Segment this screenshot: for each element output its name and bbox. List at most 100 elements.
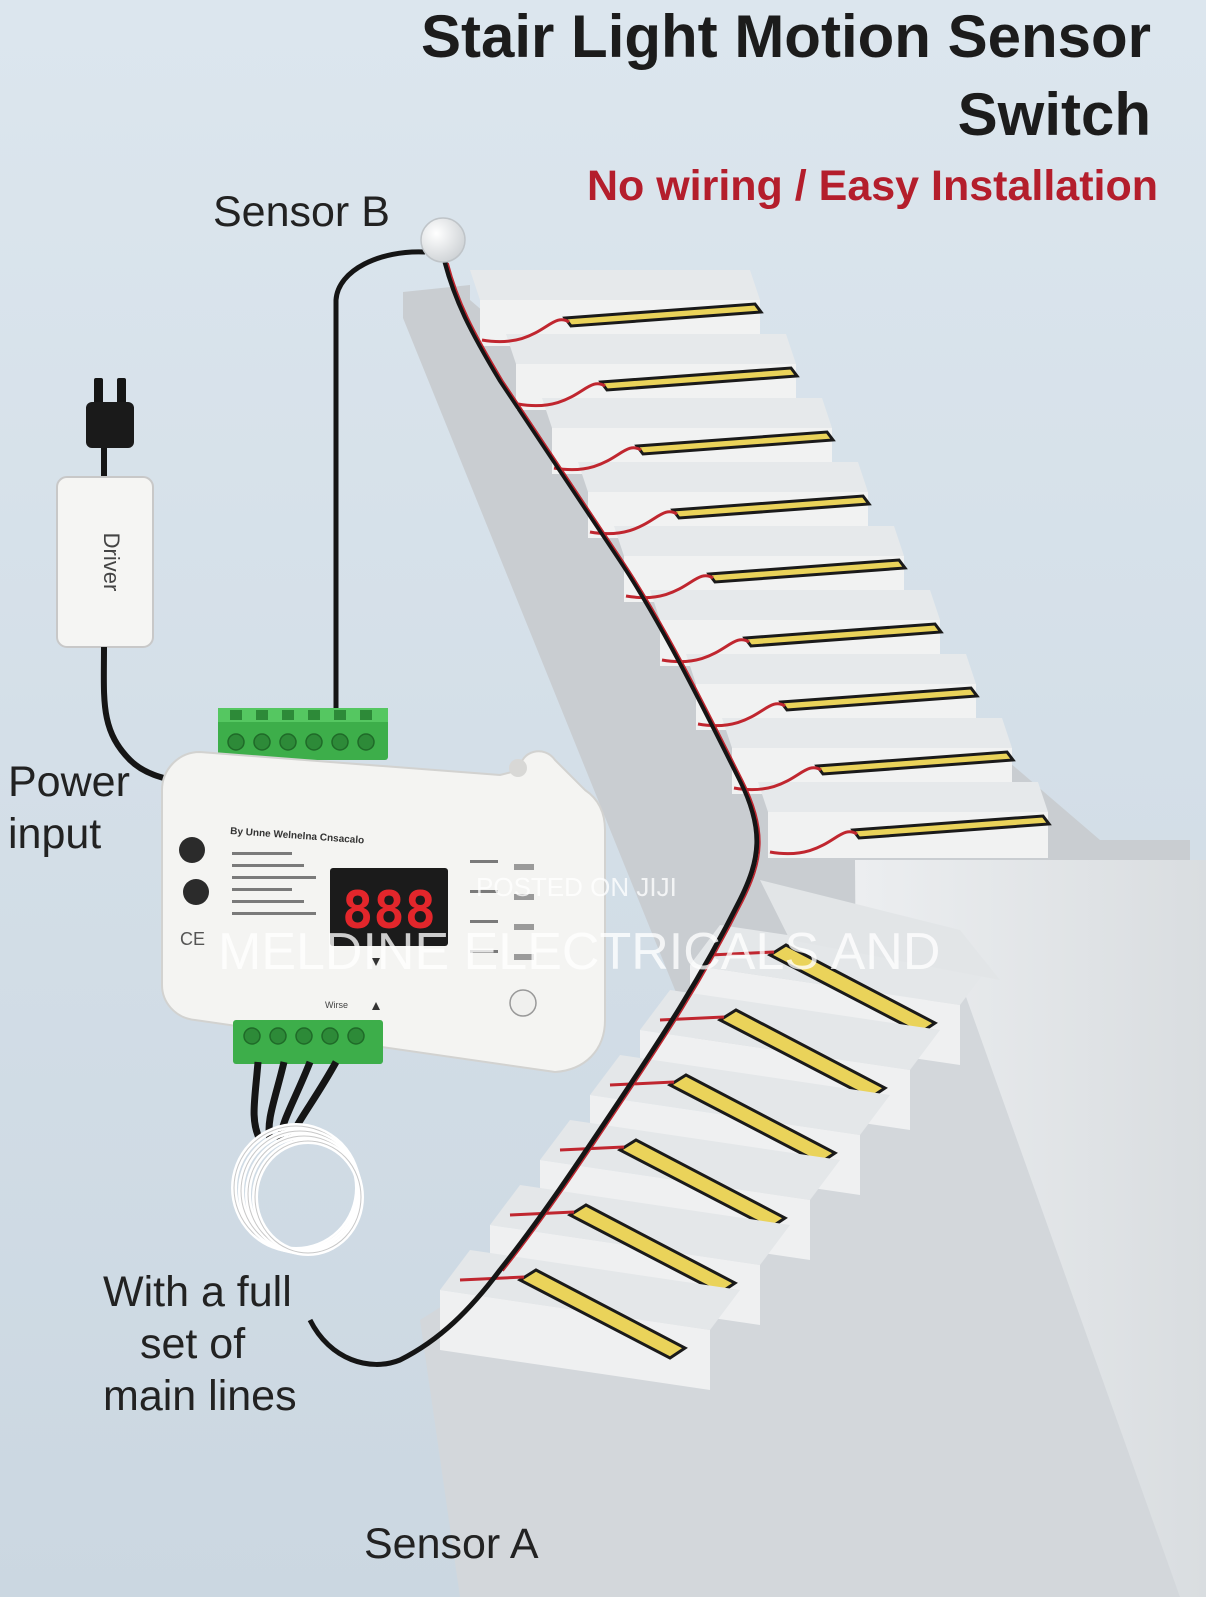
sensor-b-lead — [333, 249, 426, 712]
controller-unit: 888 By Unne Welnelna Cnsacalo CE Wirse — [161, 708, 606, 1074]
indicator-slot — [514, 894, 534, 900]
lower-led-strip — [616, 1138, 788, 1230]
sensor-b-sphere — [420, 217, 466, 263]
main-bus-wire — [307, 261, 760, 1367]
indicator-slot — [514, 924, 534, 930]
lower-led-strip — [516, 1268, 688, 1360]
up-arrow-icon — [372, 1002, 380, 1010]
top-terminal-screw — [305, 733, 323, 751]
upper-led-lead — [769, 830, 858, 856]
fine-print-line — [470, 950, 498, 953]
top-terminal-slot — [230, 710, 242, 720]
upper-flight-steps — [470, 270, 1052, 858]
top-terminal-screw — [227, 733, 245, 751]
top-terminal-slot — [334, 710, 346, 720]
power-input-label-line2: input — [8, 810, 102, 858]
lower-led-strip — [666, 1073, 838, 1165]
lower-led-strip — [716, 1008, 888, 1100]
upper-led-lead — [517, 382, 606, 408]
bottom-terminal-screws — [243, 1027, 365, 1045]
tagline: No wiring / Easy Installation — [586, 162, 1158, 210]
controller-logo-icon-2 — [183, 879, 209, 905]
down-arrow-icon — [372, 958, 380, 966]
mounting-hole — [509, 759, 527, 777]
bottom-terminal-screw — [243, 1027, 261, 1045]
top-terminal-slot — [308, 710, 320, 720]
watermark-line-2: MELDINE ELECTRICALS AND — [218, 923, 941, 981]
lower-led-strip — [566, 1203, 738, 1295]
upper-led-strip — [778, 686, 980, 712]
fine-print-line — [232, 888, 292, 891]
upper-step-tread — [470, 270, 760, 300]
fine-print-line — [232, 900, 304, 903]
lower-flight-steps — [440, 880, 1000, 1390]
top-terminal-slot — [256, 710, 268, 720]
power-plug-icon — [86, 378, 134, 448]
indicator-slot — [514, 864, 534, 870]
indicator-slot — [514, 954, 534, 960]
upper-step-tread — [578, 462, 868, 492]
top-terminal-block — [218, 708, 388, 760]
top-terminal-slot — [282, 710, 294, 720]
driver-label: Driver — [99, 533, 124, 592]
upper-led-strip — [598, 366, 800, 392]
upper-led-strip — [742, 622, 944, 648]
lower-step-tread — [690, 925, 990, 1005]
coil-loop-edge — [254, 1140, 362, 1254]
upper-step-tread — [542, 398, 832, 428]
lower-led-lead — [709, 950, 775, 957]
bottom-terminal-screw — [295, 1027, 313, 1045]
power-input-label-line1: Power — [8, 758, 130, 806]
main-lines-label-line2: set of — [140, 1320, 246, 1368]
upper-led-lead — [481, 318, 570, 344]
landing-step — [760, 880, 1000, 980]
main-lines-coil — [231, 1060, 364, 1256]
lower-step-tread — [640, 990, 940, 1070]
top-terminal-slot — [360, 710, 372, 720]
fine-print-line — [232, 852, 292, 855]
button-label-wirse: Wirse — [325, 1000, 348, 1010]
upper-led-lead — [553, 446, 642, 472]
upper-step-tread — [614, 526, 904, 556]
top-terminal-screw — [331, 733, 349, 751]
title-line-1: Stair Light Motion Sensor — [421, 3, 1151, 70]
lower-led-lead — [609, 1080, 675, 1087]
lower-flight-body — [420, 980, 1180, 1597]
fine-print-line — [232, 912, 316, 915]
fine-print-line — [470, 860, 498, 863]
set-button-icon — [509, 989, 537, 1017]
upper-step-tread — [650, 590, 940, 620]
sensor-b-label: Sensor B — [213, 188, 390, 236]
lower-step-tread — [590, 1055, 890, 1135]
display-readout: 888 — [342, 881, 436, 941]
upper-led-strip — [562, 302, 764, 328]
staircase — [403, 270, 1206, 1597]
ce-mark: CE — [180, 929, 205, 949]
bottom-terminal-block — [233, 1020, 383, 1064]
seven-segment-display — [330, 868, 448, 946]
top-terminal-screw — [253, 733, 271, 751]
fine-print-line — [470, 890, 498, 893]
upper-step-tread — [758, 782, 1048, 812]
upper-led-strip — [634, 430, 836, 456]
sensor-a-label: Sensor A — [364, 1520, 539, 1568]
top-terminal-screws — [227, 710, 375, 751]
upper-led-strip — [850, 814, 1052, 840]
top-terminal-screw — [357, 733, 375, 751]
upper-step-tread — [686, 654, 976, 684]
upper-step-tread — [506, 334, 796, 364]
plug-body — [86, 402, 134, 448]
fine-print-line — [232, 864, 304, 867]
top-terminal-screw — [279, 733, 297, 751]
upper-led-strip — [814, 750, 1016, 776]
title-line-2: Switch — [957, 81, 1151, 148]
bottom-terminal-screw — [347, 1027, 365, 1045]
output-cable — [250, 1061, 264, 1142]
main-lines-label-line1: With a full — [103, 1268, 292, 1316]
lower-step-tread — [490, 1185, 790, 1265]
lower-step-tread — [440, 1250, 740, 1330]
upper-led-strip — [706, 558, 908, 584]
controller-logo-icon-1 — [179, 837, 205, 863]
main-lines-label-line3: main lines — [103, 1372, 297, 1420]
sensor-b-icon — [420, 217, 466, 263]
